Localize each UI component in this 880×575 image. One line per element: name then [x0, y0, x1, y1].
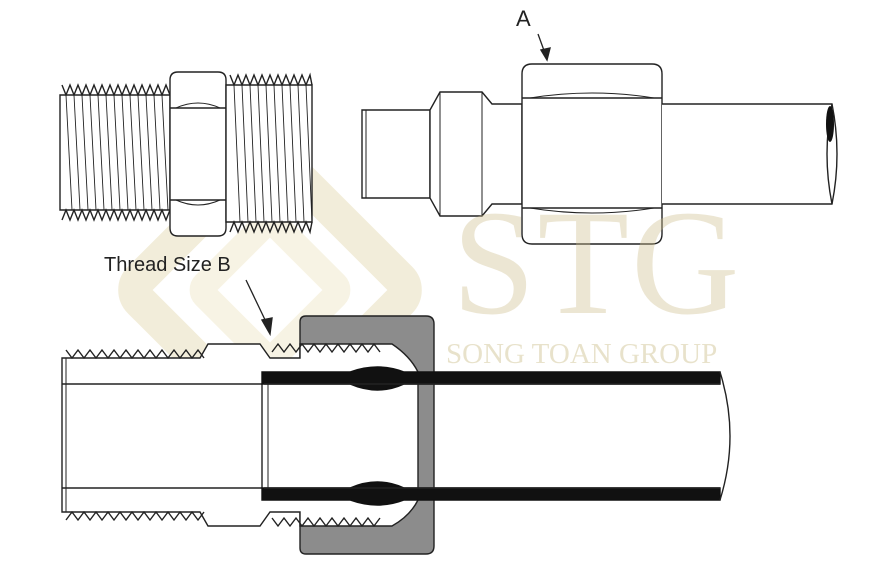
nut-a	[521, 63, 663, 245]
tube-fitting-assembly	[361, 33, 838, 245]
watermark-brand: STG	[452, 180, 742, 346]
watermark-company: SONG TOAN GROUP	[446, 338, 718, 370]
leader-b	[245, 279, 269, 327]
callout-a-label: A	[516, 6, 531, 31]
thread-right-teeth	[229, 72, 313, 235]
thread-left-teeth	[61, 83, 171, 222]
hex-left	[169, 71, 227, 237]
cross-section	[61, 279, 731, 555]
callout-b-label: Thread Size B	[104, 254, 231, 276]
male-pipe-adapter	[59, 71, 313, 237]
